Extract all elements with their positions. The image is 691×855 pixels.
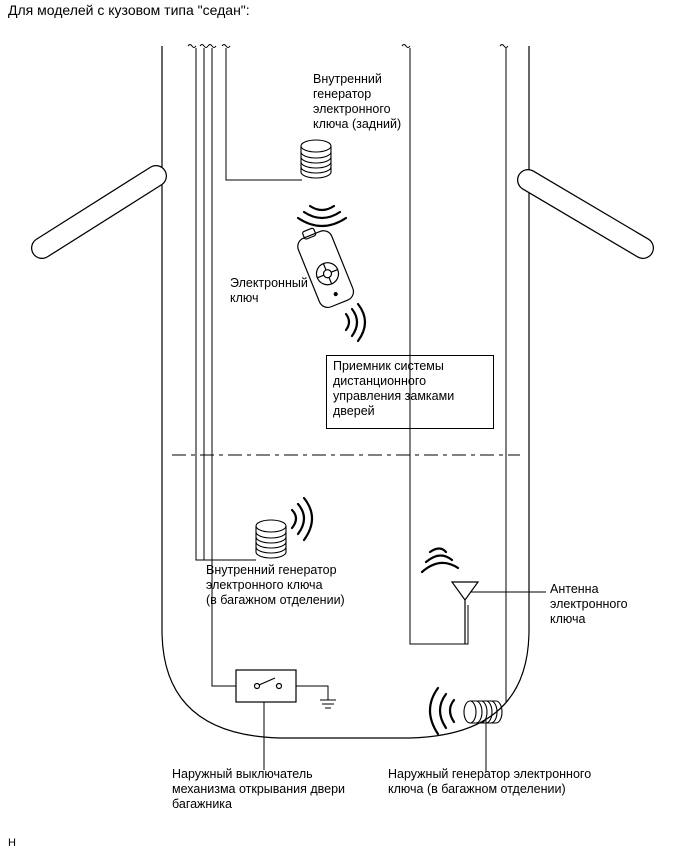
- inner-gen-rear-coil: [300, 139, 332, 179]
- right-mirror: [517, 169, 654, 259]
- outer-gen-trunk-label: Наружный генератор электронного ключа (в…: [388, 767, 592, 796]
- wiring: [195, 48, 546, 772]
- receiver-label: Приемник системы дистанционного управлен…: [333, 359, 455, 418]
- wave-icon-outer-gen: [428, 686, 456, 736]
- figure-id: H: [8, 837, 16, 849]
- wave-icon-antenna: [420, 547, 460, 574]
- wire-break-marks: [187, 44, 509, 48]
- car-body-outline: [161, 46, 530, 739]
- antenna-label: Антенна электронного ключа: [550, 582, 628, 626]
- diagram-title: Для моделей с кузовом типа "седан":: [8, 2, 250, 18]
- wave-icon-rear-gen: [296, 204, 348, 228]
- ground-symbol: [320, 699, 336, 709]
- wave-icon-trunk-gen: [290, 496, 314, 542]
- receiver-box: Приемник системы дистанционного управлен…: [326, 355, 494, 429]
- inner-gen-trunk-coil: [255, 519, 287, 559]
- electronic-key-fob: [297, 227, 355, 309]
- wave-icon-key: [344, 302, 367, 343]
- antenna-symbol: [450, 581, 480, 644]
- outer-gen-trunk-coil: [463, 700, 503, 724]
- inner-gen-rear-label: Внутренний генератор электронного ключа …: [313, 72, 402, 131]
- left-mirror: [31, 165, 167, 259]
- trunk-switch-label: Наружный выключатель механизма открывани…: [172, 767, 346, 811]
- inner-gen-trunk-label: Внутренний генератор электронного ключа …: [206, 563, 345, 607]
- electronic-key-label: Электронный ключ: [230, 276, 308, 305]
- trunk-switch-symbol: [235, 669, 297, 703]
